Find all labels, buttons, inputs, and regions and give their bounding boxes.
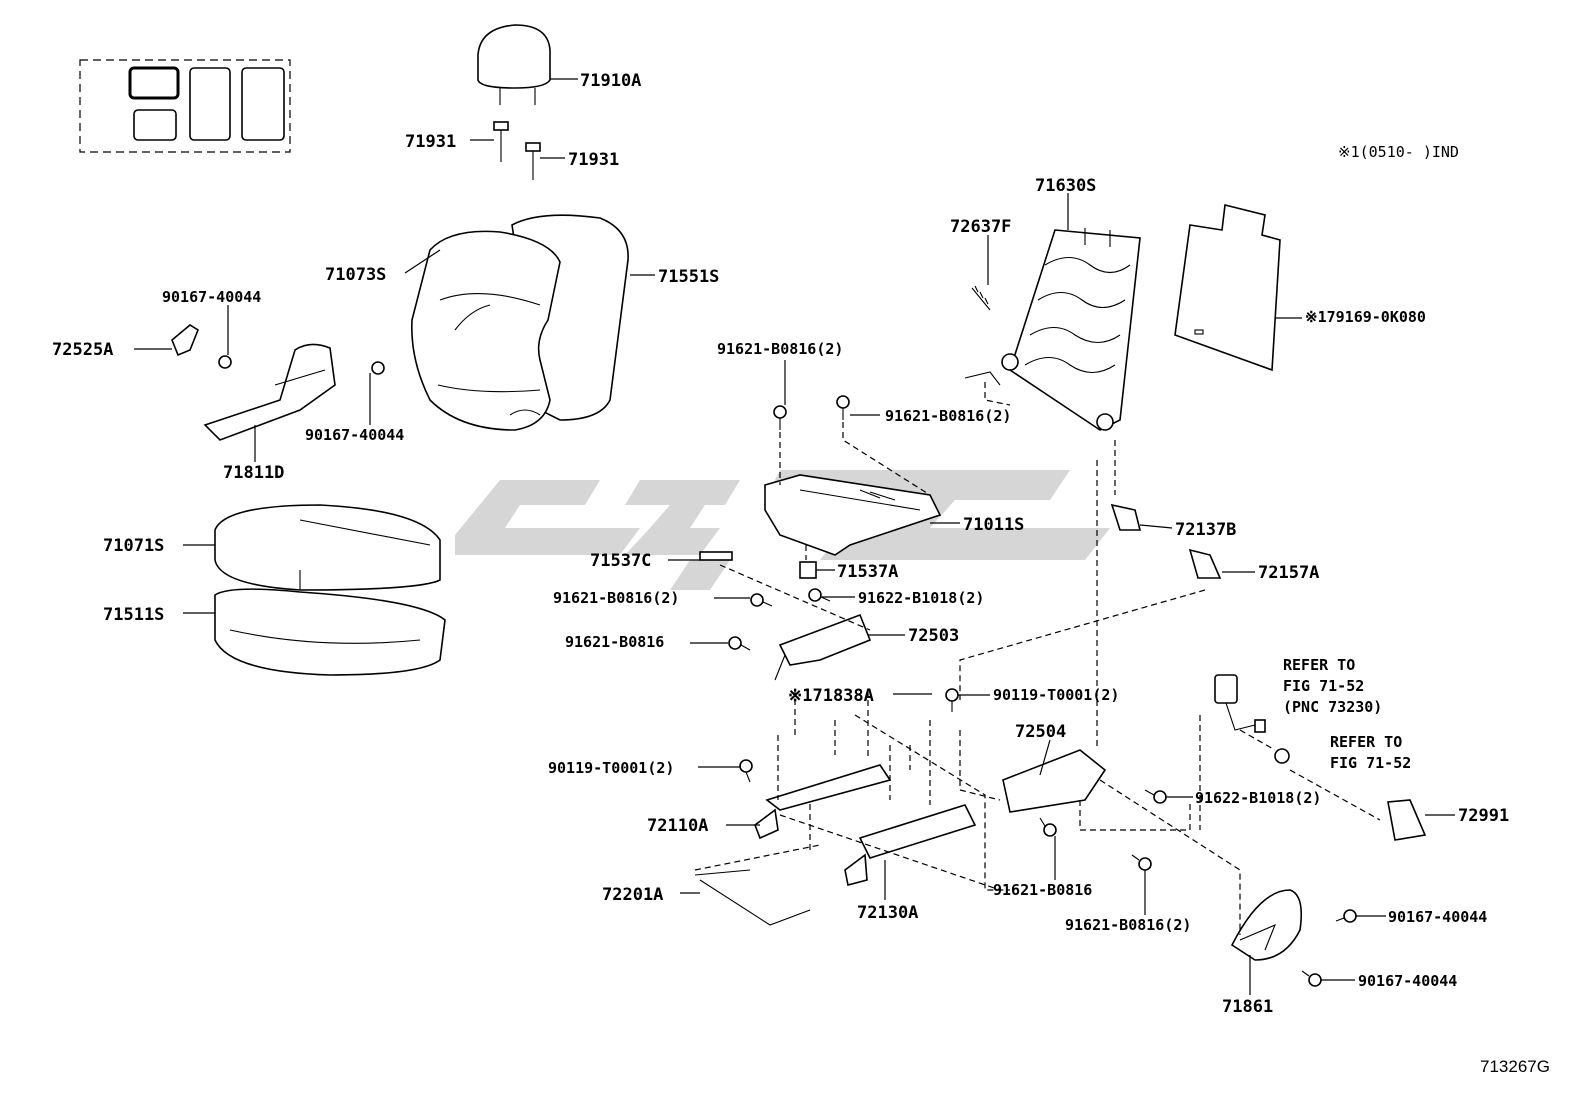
refer1-line2: FIG 71-52 <box>1283 677 1364 695</box>
label-71551S: 71551S <box>658 267 719 287</box>
cover-72991 <box>1387 799 1427 841</box>
refer-notes: REFER TO FIG 71-52 (PNC 73230) REFER TO … <box>1283 656 1411 772</box>
seat-cushion-cover <box>214 504 441 591</box>
label-72137B: 72137B <box>1175 520 1236 540</box>
label-72503: 72503 <box>908 626 959 646</box>
label-91621-c: 91621-B0816(2) <box>553 589 679 607</box>
label-91621-f: 91621-B0816(2) <box>1065 916 1191 934</box>
headrest <box>477 24 551 180</box>
label-71011S: 71011S <box>963 515 1024 535</box>
adjuster-72503 <box>774 613 872 681</box>
label-90167-c: 90167-40044 <box>1388 908 1487 926</box>
refer2-line2: FIG 71-52 <box>1330 754 1411 772</box>
refer1-line3: (PNC 73230) <box>1283 698 1382 716</box>
label-71511S: 71511S <box>103 605 164 625</box>
recliner-cover-inner <box>1230 889 1303 961</box>
label-71071S: 71071S <box>103 536 164 556</box>
rail-72130A <box>844 804 977 886</box>
part-labels: 71910A 71931 71931 71073S 71551S 90167-4… <box>52 71 1509 1017</box>
recliner-cover-outer <box>203 343 336 441</box>
front-seat-highlight-icon <box>128 66 180 100</box>
wire-72201A <box>694 869 811 926</box>
label-72201A: 72201A <box>602 885 663 905</box>
pad-71537C <box>699 551 733 561</box>
bracket-72525A <box>171 324 199 357</box>
label-72130A: 72130A <box>857 903 918 923</box>
label-71537A: 71537A <box>837 562 898 582</box>
label-71931-b: 71931 <box>568 150 619 170</box>
label-72157A: 72157A <box>1258 563 1319 583</box>
seatback-board <box>1174 204 1281 372</box>
applicability-note: ※1(0510- )IND <box>1338 143 1459 161</box>
leader-lines <box>134 78 1455 995</box>
label-71073S: 71073S <box>325 265 386 285</box>
assembly-lines <box>694 382 1381 935</box>
label-79169-0K080: ※179169-0K080 <box>1305 308 1426 326</box>
refer1-line1: REFER TO <box>1283 656 1355 674</box>
seat-cushion-frame <box>764 474 942 556</box>
clip-72157A <box>1188 548 1222 579</box>
pad-71537A <box>799 561 817 579</box>
label-90119-b: 90119-T0001(2) <box>548 759 674 777</box>
label-72637F: 72637F <box>950 217 1011 237</box>
label-90167-d: 90167-40044 <box>1358 972 1457 990</box>
label-71537C: 71537C <box>590 551 651 571</box>
rail-72110A <box>754 764 892 840</box>
rear-seat-right-icon <box>241 67 285 141</box>
adjuster-72504 <box>1002 749 1107 813</box>
label-72991: 72991 <box>1458 806 1509 826</box>
seat-position-selector <box>79 59 291 153</box>
clip-72137B <box>1110 503 1142 531</box>
label-91621-d: 91621-B0816 <box>565 633 664 651</box>
label-72504: 72504 <box>1015 722 1066 742</box>
label-91621-a: 91621-B0816(2) <box>717 340 843 358</box>
label-71910A: 71910A <box>580 71 641 91</box>
figure-code: 713267G <box>1480 1057 1550 1076</box>
seat-cushion-pad <box>214 588 446 676</box>
label-91621-e: 91621-B0816 <box>993 881 1092 899</box>
front-seat-lower-icon <box>133 109 177 141</box>
rear-seat-left-icon <box>189 67 231 141</box>
label-91621-b: 91621-B0816(2) <box>885 407 1011 425</box>
label-72525A: 72525A <box>52 340 113 360</box>
label-90167-a: 90167-40044 <box>162 288 261 306</box>
refer2-line1: REFER TO <box>1330 733 1402 751</box>
label-71861: 71861 <box>1222 997 1273 1017</box>
label-91622-b: 91622-B1018(2) <box>1195 789 1321 807</box>
label-71630S: 71630S <box>1035 176 1096 196</box>
label-72110A: 72110A <box>647 816 708 836</box>
label-71931-a: 71931 <box>405 132 456 152</box>
label-71838A: ※171838A <box>788 686 874 706</box>
seatback-cover <box>411 214 629 431</box>
label-71811D: 71811D <box>223 463 284 483</box>
label-91622-a: 91622-B1018(2) <box>858 589 984 607</box>
label-90167-b: 90167-40044 <box>305 426 404 444</box>
spring-72637F <box>971 285 991 311</box>
seatbelt-buckle <box>1214 674 1266 733</box>
seatback-frame <box>964 228 1141 431</box>
label-90119-a: 90119-T0001(2) <box>993 686 1119 704</box>
